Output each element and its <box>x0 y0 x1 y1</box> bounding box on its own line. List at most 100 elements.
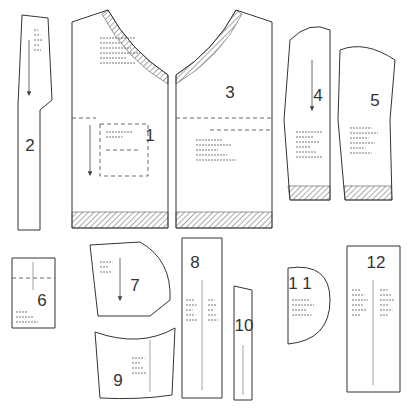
annotation-strokes <box>350 127 372 128</box>
annotation-strokes <box>208 314 216 315</box>
annotation-strokes <box>296 156 322 157</box>
annotation-strokes <box>292 299 309 300</box>
annotation-strokes <box>196 149 218 150</box>
piece-contour <box>338 47 395 200</box>
annotation-strokes <box>106 131 133 132</box>
pattern-piece: 9 <box>92 324 178 402</box>
annotation-strokes <box>186 319 198 320</box>
pattern-piece: 1 1 <box>282 262 334 348</box>
annotation-strokes <box>352 309 366 310</box>
annotation-strokes <box>100 266 108 267</box>
annotation-strokes <box>292 314 312 315</box>
annotation-strokes <box>352 299 368 300</box>
annotation-strokes <box>132 357 144 358</box>
annotation-strokes <box>208 299 215 300</box>
piece-number: 5 <box>370 92 379 109</box>
annotation-strokes <box>350 137 369 138</box>
annotation-strokes <box>352 289 361 290</box>
piece-contour <box>234 286 252 400</box>
annotation-strokes <box>16 321 38 322</box>
piece-number: 2 <box>25 137 34 154</box>
piece-outline <box>280 22 334 204</box>
annotation-strokes <box>292 309 307 310</box>
annotation-strokes <box>100 57 127 58</box>
annotation-strokes <box>296 141 319 142</box>
pattern-piece: 4 <box>280 22 334 204</box>
piece-contour <box>288 267 330 344</box>
grain-line <box>202 280 203 390</box>
annotation-strokes <box>196 144 232 145</box>
piece-outline <box>336 40 398 204</box>
piece-contour <box>347 246 400 392</box>
piece-contour <box>72 10 168 228</box>
dashed-line <box>176 118 272 119</box>
annotation-strokes <box>380 309 392 310</box>
annotation-strokes <box>34 44 39 45</box>
annotation-strokes <box>196 159 236 160</box>
annotation-strokes <box>34 39 42 40</box>
annotation-strokes <box>208 304 217 305</box>
piece-outline <box>178 234 226 404</box>
annotation-strokes <box>350 147 365 148</box>
piece-contour <box>284 27 330 200</box>
annotation-strokes <box>186 304 197 305</box>
annotation-strokes <box>380 299 394 300</box>
annotation-strokes <box>352 294 364 295</box>
piece-contour <box>176 10 272 228</box>
annotation-strokes <box>100 261 112 262</box>
pattern-piece: 6 <box>10 256 58 332</box>
annotation-strokes <box>132 372 146 373</box>
annotation-strokes <box>34 49 41 50</box>
piece-contour <box>18 15 52 230</box>
annotation-strokes <box>296 131 322 132</box>
annotation-strokes <box>100 42 122 43</box>
piece-number: 9 <box>113 372 122 389</box>
pattern-piece: 8 <box>178 234 226 404</box>
annotation-strokes <box>100 62 136 63</box>
piece-contour <box>95 328 175 399</box>
grain-line <box>373 280 374 385</box>
piece-number: 12 <box>367 254 386 271</box>
annotation-strokes <box>34 29 38 30</box>
annotation-strokes <box>100 37 136 38</box>
dashed-line <box>12 278 55 279</box>
annotation-strokes <box>132 367 143 368</box>
annotation-strokes <box>106 136 123 137</box>
annotation-strokes <box>100 52 140 53</box>
piece-outline <box>230 282 256 404</box>
piece-number: 8 <box>190 254 199 271</box>
piece-number: 1 <box>145 127 154 144</box>
piece-number: 1 1 <box>288 275 312 292</box>
hem-band <box>344 186 392 200</box>
pattern-piece: 2 <box>14 12 56 234</box>
piece-number: 10 <box>235 317 254 334</box>
annotation-strokes <box>100 47 131 48</box>
grain-arrow <box>90 125 91 175</box>
piece-outline <box>10 256 58 332</box>
hem-band <box>176 10 242 84</box>
hem-band <box>72 212 168 228</box>
annotation-strokes <box>380 304 389 305</box>
piece-contour <box>12 258 55 328</box>
pattern-piece: 7 <box>86 238 176 320</box>
grain-line <box>243 345 244 395</box>
annotation-strokes <box>196 154 227 155</box>
annotation-strokes <box>296 151 316 152</box>
annotation-strokes <box>196 139 223 140</box>
piece-outline <box>92 324 178 402</box>
piece-contour <box>90 242 170 316</box>
annotation-strokes <box>16 316 33 317</box>
piece-number: 7 <box>130 277 139 294</box>
annotation-strokes <box>132 362 140 363</box>
annotation-strokes <box>34 34 40 35</box>
grain-arrow <box>312 60 313 110</box>
annotation-strokes <box>350 142 375 143</box>
annotation-strokes <box>292 304 314 305</box>
annotation-strokes <box>186 314 195 315</box>
annotation-strokes <box>350 132 378 133</box>
annotation-strokes <box>186 309 193 310</box>
annotation-strokes <box>380 289 388 290</box>
piece-outline <box>172 6 276 232</box>
annotation-strokes <box>296 146 310 147</box>
pattern-piece: 5 <box>336 40 398 204</box>
